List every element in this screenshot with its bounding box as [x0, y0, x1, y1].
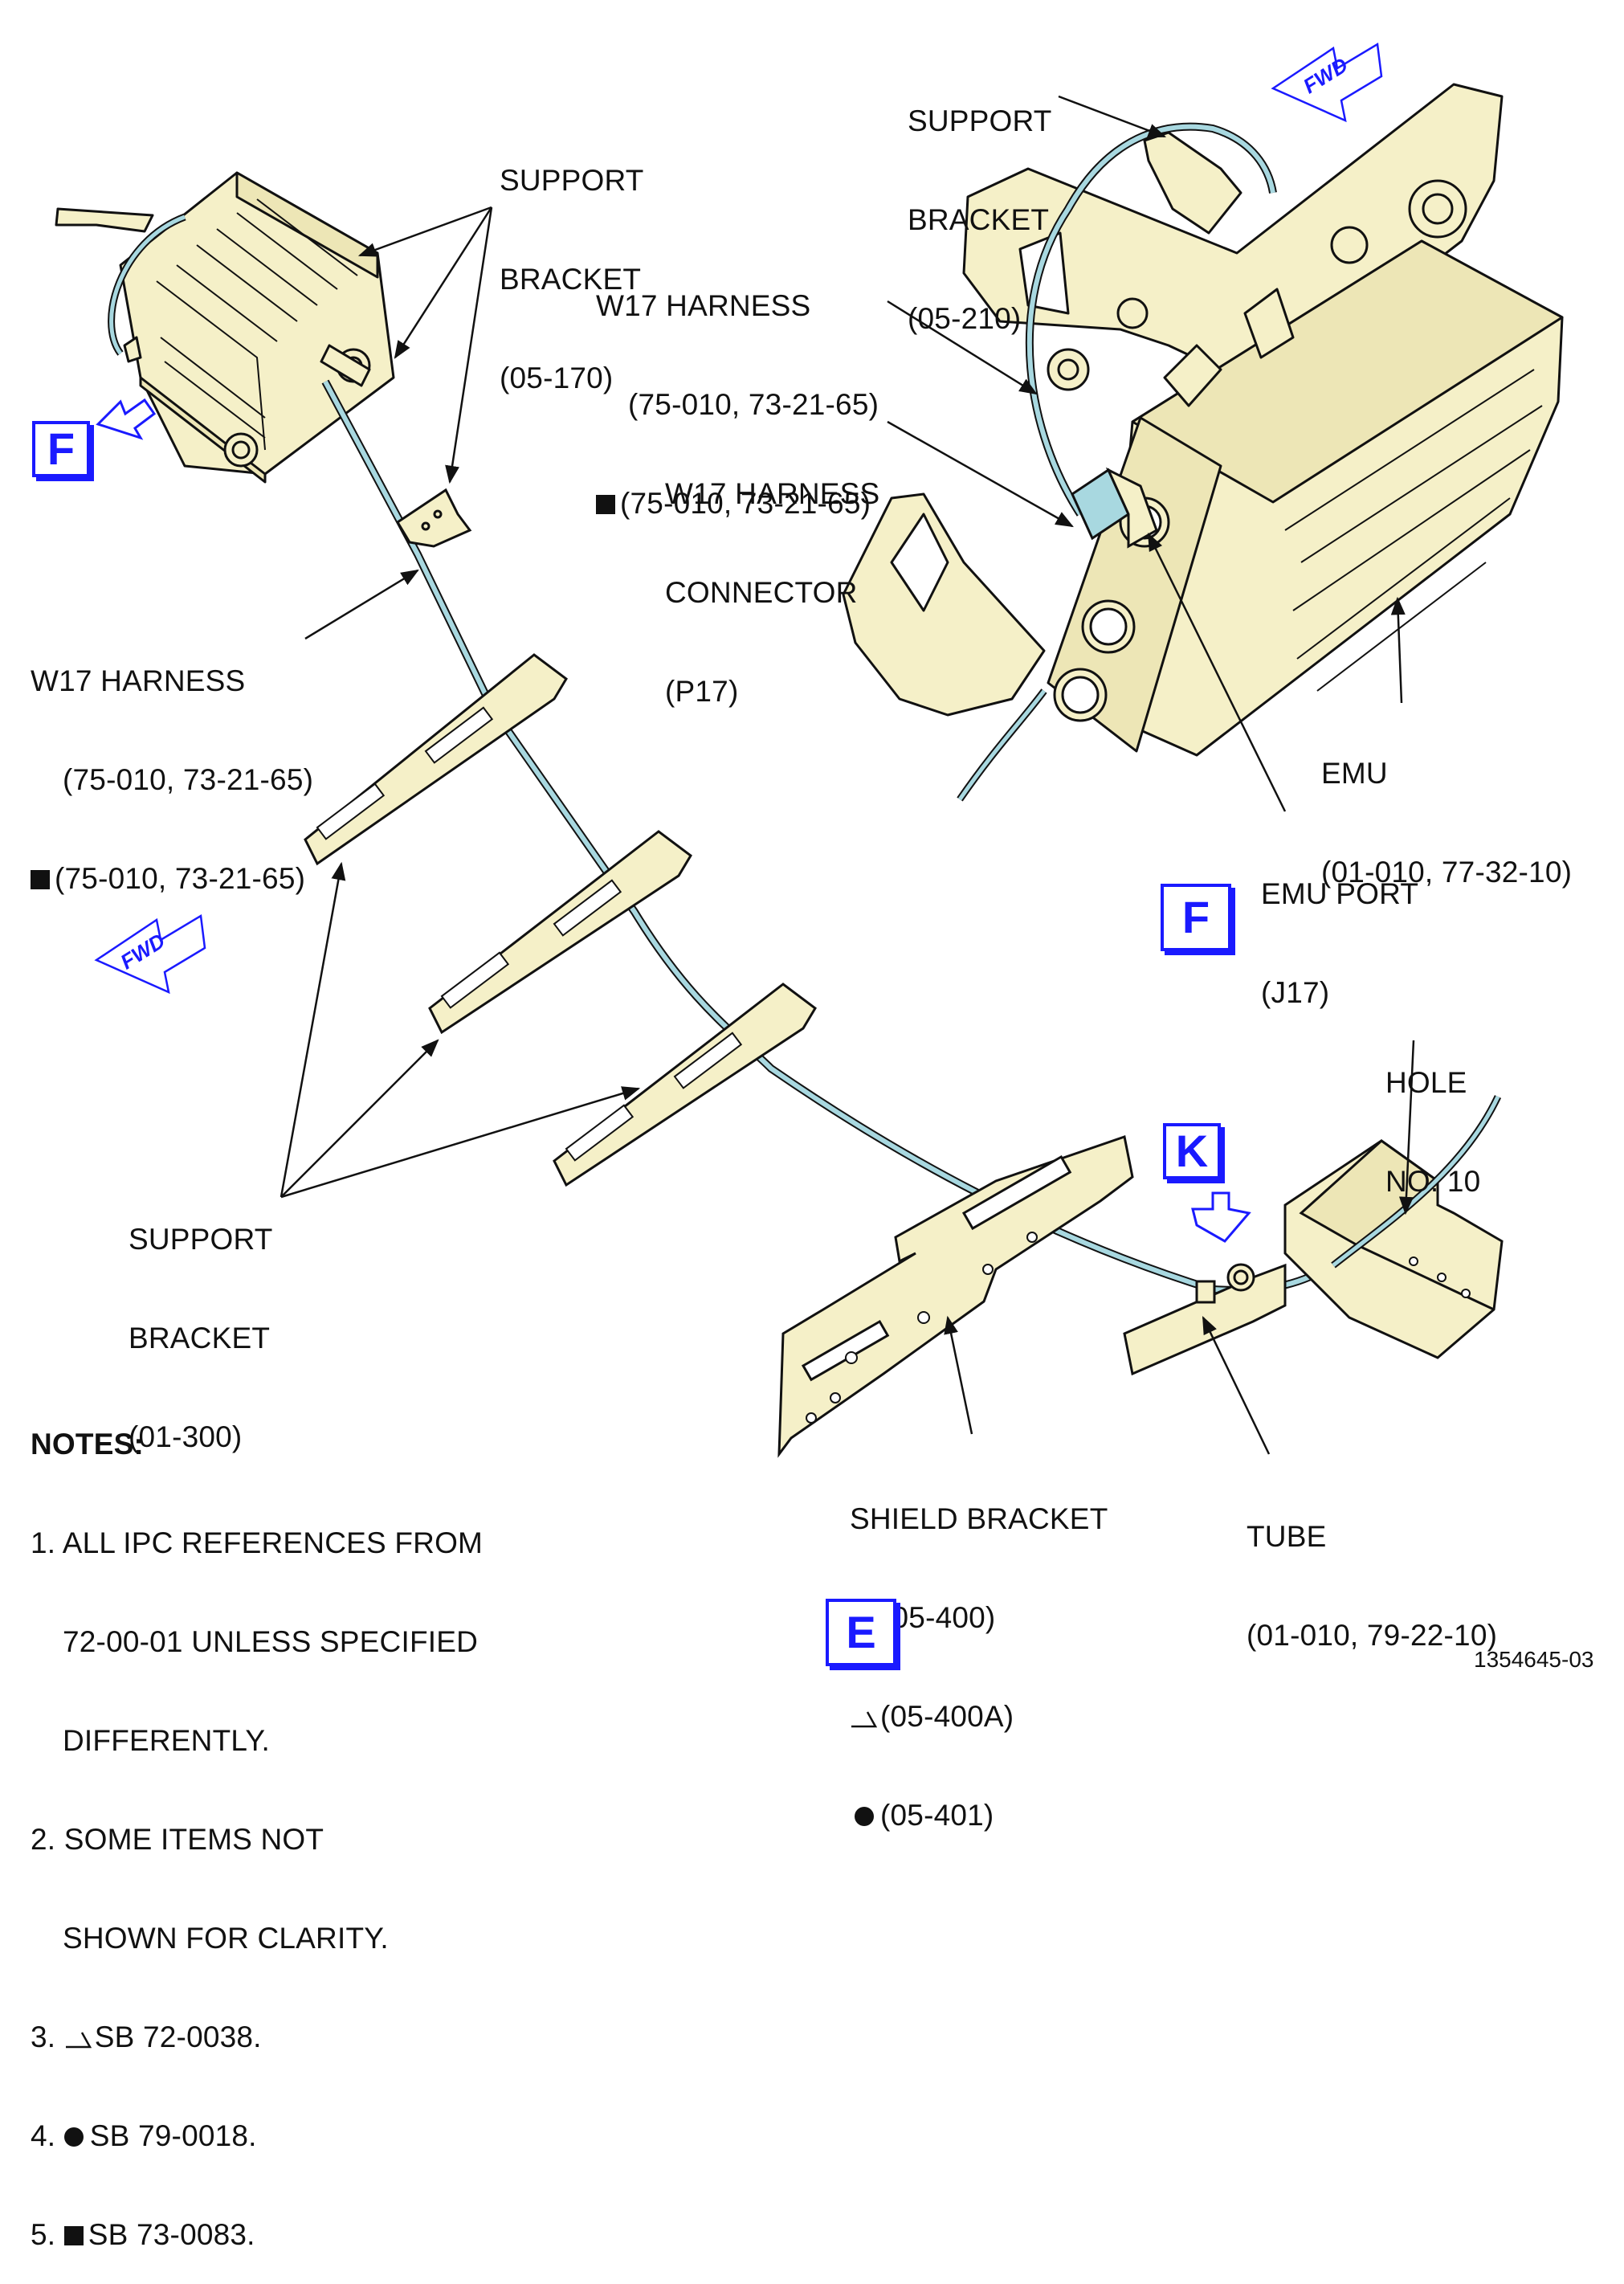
label-w17-connector: W17 HARNESS CONNECTOR (P17) [665, 477, 880, 708]
assembly-illustration: FWD FWD [55, 42, 1564, 1458]
notes-title: NOTES: [31, 1428, 144, 1461]
square-symbol [31, 870, 50, 889]
figure-number: 1354645-03 [1474, 1647, 1594, 1672]
view-arrow-f [96, 398, 157, 440]
support-bracket-01-300-b [428, 830, 692, 1035]
view-marker-k: K [1163, 1123, 1221, 1179]
label-support-bracket-05-210: SUPPORT BRACKET (05-210) [908, 104, 1052, 335]
label-w17-harness-left: W17 HARNESS (75-010, 73-21-65) (75-010, … [31, 664, 314, 895]
square-symbol [63, 2226, 84, 2245]
emu-unit-left [55, 171, 395, 484]
label-emu: EMU (01-010, 77-32-10) [1321, 757, 1573, 889]
leader-lines [280, 95, 1415, 1455]
view-marker-f-right: F [1161, 884, 1231, 951]
view-arrow-k [1191, 1191, 1251, 1243]
circle-symbol [855, 1807, 874, 1826]
label-w17-harness-top: W17 HARNESS (75-010, 73-21-65) (75-010, … [596, 289, 879, 520]
w17-connector-p17 [1071, 467, 1158, 549]
harness-clamp-k [1195, 1280, 1216, 1304]
support-bracket-01-300-c [553, 983, 817, 1187]
label-hole: HOLE NO. 10 [1385, 1066, 1481, 1198]
label-emu-port: EMU PORT (J17) [1261, 877, 1419, 1009]
support-bracket-05-170-small [395, 488, 472, 548]
shield-bracket [777, 1135, 1134, 1458]
fwd-arrow-top: FWD [1271, 42, 1383, 123]
notes-block: NOTES: 1. ALL IPC REFERENCES FROM 72-00-… [31, 1428, 484, 2251]
k-view-unit [1283, 1139, 1504, 1359]
view-marker-f-left: F [32, 421, 90, 477]
label-tube: TUBE (01-010, 79-22-10) [1247, 1520, 1498, 1652]
support-bracket-01-300-a [304, 653, 568, 866]
square-symbol [596, 495, 615, 514]
label-support-bracket-01-300: SUPPORT BRACKET (01-300) [129, 1223, 273, 1453]
triangle-symbol [65, 2032, 92, 2049]
view-marker-e: E [826, 1599, 896, 1666]
label-support-bracket-05-170: SUPPORT BRACKET (05-170) [500, 164, 644, 394]
triangle-symbol [851, 1711, 877, 1728]
emu-unit-right [842, 83, 1564, 757]
circle-symbol [63, 2127, 84, 2147]
